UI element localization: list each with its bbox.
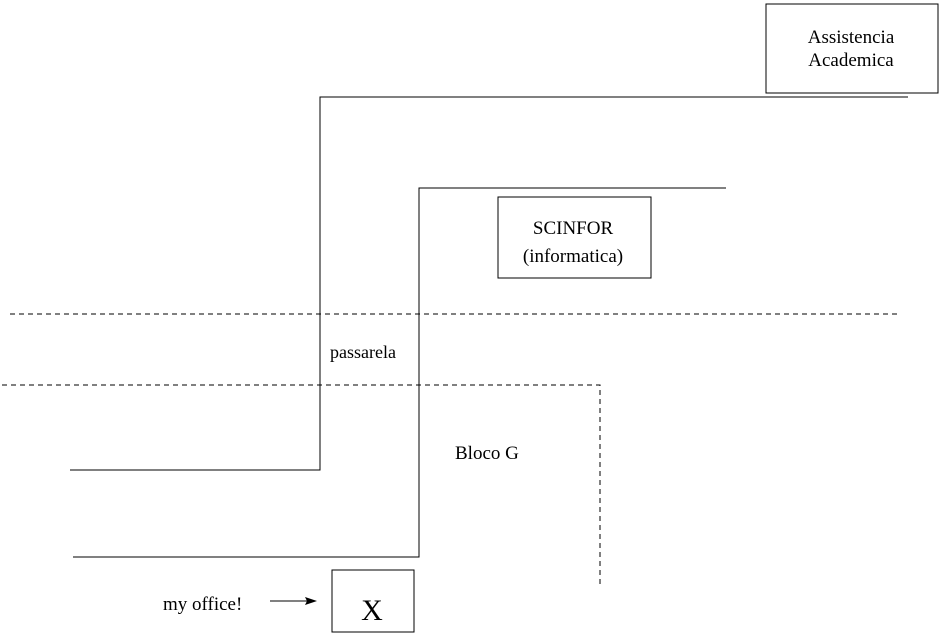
scinfor-label-line1: SCINFOR xyxy=(533,218,614,239)
assistencia-academica-frame xyxy=(765,3,939,94)
bloco-g-dashed-outline xyxy=(2,384,601,584)
assistencia-label-line1: Assistencia xyxy=(808,27,895,48)
assistencia-label-line2: Academica xyxy=(808,50,894,71)
outer-wall-line xyxy=(70,96,908,471)
inner-wall-line xyxy=(73,187,726,558)
scinfor-frame xyxy=(497,196,652,279)
assistencia-academica-box: Assistencia Academica xyxy=(765,3,939,94)
office-marker: X xyxy=(361,594,383,627)
scinfor-label-line2: (informatica) xyxy=(523,246,623,267)
my-office-label: my office! xyxy=(163,594,242,615)
office-box: X xyxy=(331,569,415,633)
passarela-label: passarela xyxy=(330,342,396,362)
bloco-g-label: Bloco G xyxy=(455,443,519,464)
scinfor-box: SCINFOR (informatica) xyxy=(497,196,652,279)
office-frame xyxy=(331,569,415,633)
arrow-right-icon xyxy=(270,597,317,605)
